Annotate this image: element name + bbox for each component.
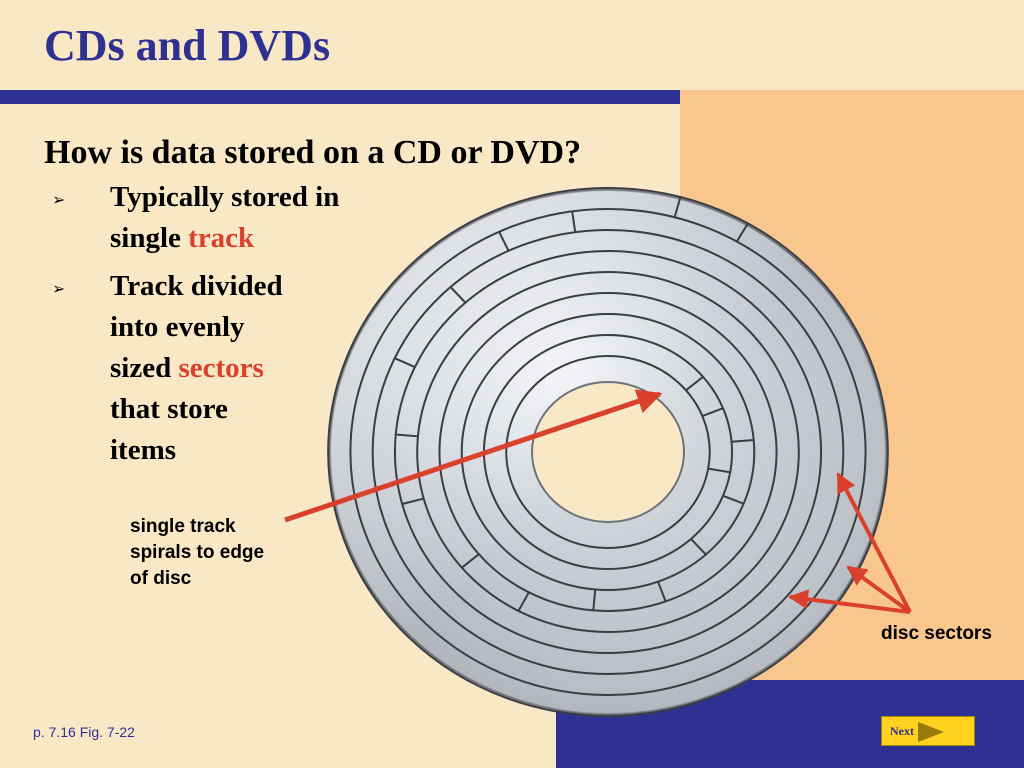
sector-divider (571, 211, 577, 233)
bullet-line: Typically stored in (110, 181, 340, 213)
title-underline-bar (0, 90, 680, 104)
bullet-line: that store (110, 393, 228, 425)
track-ring (349, 208, 867, 696)
next-button-label: Next (890, 724, 914, 738)
bullet-item: Typically stored in single track (110, 177, 339, 259)
track-ring (505, 355, 711, 549)
sector-divider (708, 467, 731, 474)
highlight-term: track (188, 222, 255, 254)
sector-divider (517, 591, 530, 612)
sector-divider (395, 433, 419, 438)
sector-arrow-1 (836, 472, 912, 613)
slide-title: CDs and DVDs (44, 21, 331, 70)
disc-center-hole (531, 381, 685, 523)
sector-divider (498, 231, 510, 252)
figure-reference: p. 7.16 Fig. 7-22 (33, 724, 135, 740)
bullet-line: single track (110, 222, 255, 254)
track-ring (460, 313, 756, 591)
sector-arrow-2 (846, 565, 912, 614)
sector-divider (657, 581, 667, 602)
disc-sector-dividers (394, 196, 754, 612)
sector-divider (735, 222, 749, 243)
sector-divider (592, 589, 597, 611)
sector-divider (722, 494, 744, 505)
bullet-line: Track divided (110, 270, 283, 302)
bullet-line: items (110, 434, 177, 466)
sector-divider (690, 538, 707, 556)
sector-divider (701, 407, 724, 417)
sector-divider (394, 357, 416, 368)
sector-divider (685, 376, 704, 392)
play-arrow-icon (918, 722, 944, 742)
sector-arrow-3 (788, 589, 911, 614)
sector-divider (731, 438, 754, 443)
bullet-item: Track divided into evenly sized sectors … (110, 266, 283, 471)
track-ring (327, 187, 889, 717)
track-ring (416, 271, 800, 633)
track-ring (371, 229, 845, 675)
bullet-line: sized sectors (110, 352, 264, 384)
next-button[interactable]: Next (881, 716, 975, 746)
sectors-callout: disc sectors (881, 623, 992, 644)
callout-arrows (284, 389, 912, 614)
bullet-line: into evenly (110, 311, 245, 343)
spiral-callout: single track spirals to edge of disc (130, 516, 265, 589)
sector-divider (401, 497, 424, 505)
disc-tracks (327, 187, 889, 717)
spiral-arrow (284, 389, 663, 523)
arrowhead-bullet-icon: ➢ (52, 279, 66, 298)
track-ring (438, 292, 778, 612)
highlight-term: sectors (178, 352, 264, 384)
slide-question: How is data stored on a CD or DVD? (44, 134, 582, 171)
sector-divider (673, 196, 682, 218)
arrowhead-bullet-icon: ➢ (52, 190, 66, 209)
sector-divider (461, 553, 480, 569)
disc (327, 187, 889, 717)
track-ring (393, 250, 823, 654)
sector-divider (449, 286, 467, 304)
